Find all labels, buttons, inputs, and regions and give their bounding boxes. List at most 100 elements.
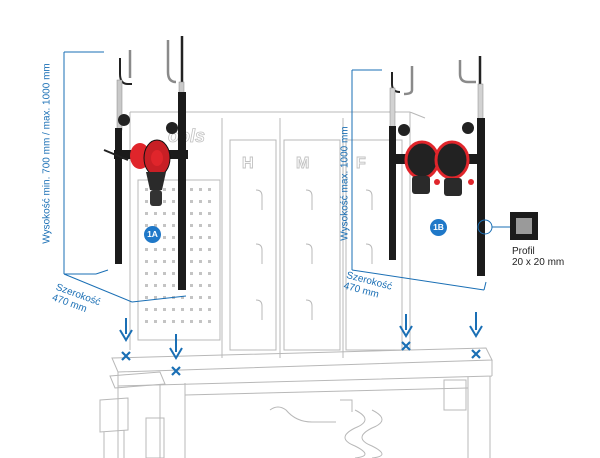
peg-hole [199, 248, 202, 251]
peg-hole [145, 260, 148, 263]
peg-hole [181, 320, 184, 323]
peg-hole [172, 212, 175, 215]
peg-hole [199, 260, 202, 263]
peg-hole [145, 272, 148, 275]
mount-arrow-1 [119, 318, 133, 342]
peg-hole [181, 296, 184, 299]
mount-arrow-3 [399, 314, 413, 338]
peg-hole [163, 260, 166, 263]
version-1a-badge: 1A [144, 226, 161, 243]
height-max-label: Wysokość max. 1000 mm [339, 126, 351, 241]
peg-hole [199, 236, 202, 239]
peg-hole [199, 320, 202, 323]
peg-hole [163, 200, 166, 203]
peg-hole [208, 296, 211, 299]
peg-hole [172, 284, 175, 287]
peg-hole [172, 224, 175, 227]
peg-hole [190, 296, 193, 299]
peg-hole [172, 188, 175, 191]
peg-hole [190, 272, 193, 275]
panel-letter-m: M [296, 155, 309, 172]
peg-hole [208, 320, 211, 323]
peg-hole [190, 308, 193, 311]
peg-hole [154, 308, 157, 311]
workbench-outline [99, 111, 493, 458]
peg-hole [172, 308, 175, 311]
peg-hole [154, 224, 157, 227]
peg-hole [145, 308, 148, 311]
peg-hole [163, 212, 166, 215]
peg-hole [154, 248, 157, 251]
peg-hole [208, 236, 211, 239]
peg-hole [145, 284, 148, 287]
peg-hole [199, 296, 202, 299]
mount-arrow-4 [469, 312, 483, 338]
peg-hole [163, 188, 166, 191]
profile-label: Profil 20 x 20 mm [512, 246, 564, 268]
peg-hole [163, 248, 166, 251]
peg-hole [145, 320, 148, 323]
peg-hole [145, 296, 148, 299]
peg-hole [208, 284, 211, 287]
peg-hole [163, 224, 166, 227]
peg-hole [208, 188, 211, 191]
panel-letter-f: F [356, 155, 366, 172]
version-1b-badge: 1B [430, 219, 447, 236]
holder-1a [103, 36, 188, 290]
peg-hole [154, 296, 157, 299]
peg-hole [199, 284, 202, 287]
peg-hole [145, 248, 148, 251]
peg-hole [190, 236, 193, 239]
peg-hole [199, 224, 202, 227]
height-range-label: Wysokość min. 700 mm / max. 1000 mm [41, 63, 53, 244]
peg-hole [190, 248, 193, 251]
peg-hole [181, 308, 184, 311]
peg-hole [154, 272, 157, 275]
peg-hole [163, 284, 166, 287]
peg-hole [208, 248, 211, 251]
peg-hole [145, 200, 148, 203]
peg-hole [199, 200, 202, 203]
peg-hole [163, 236, 166, 239]
peg-hole [163, 272, 166, 275]
peg-hole [154, 320, 157, 323]
profile-cross-section-icon [510, 212, 538, 240]
peg-hole [172, 248, 175, 251]
peg-hole [154, 212, 157, 215]
peg-hole [208, 260, 211, 263]
peg-hole [208, 200, 211, 203]
mount-arrow-2 [169, 334, 183, 360]
peg-hole [190, 212, 193, 215]
peg-hole [163, 308, 166, 311]
holder-1b [389, 56, 485, 276]
peg-hole [145, 224, 148, 227]
peg-hole [199, 308, 202, 311]
peg-hole [163, 320, 166, 323]
peg-hole [199, 272, 202, 275]
peg-hole [154, 284, 157, 287]
peg-hole [208, 212, 211, 215]
peg-hole [190, 320, 193, 323]
peg-hole [145, 188, 148, 191]
peg-hole [190, 260, 193, 263]
peg-hole [172, 260, 175, 263]
peg-hole [199, 212, 202, 215]
peg-hole [172, 200, 175, 203]
profile-label-line2: 20 x 20 mm [512, 257, 565, 268]
peg-hole [208, 272, 211, 275]
peg-hole [190, 188, 193, 191]
peg-hole [208, 224, 211, 227]
peg-hole [208, 308, 211, 311]
peg-hole [145, 212, 148, 215]
peg-hole [172, 320, 175, 323]
panel-letter-h: H [242, 155, 254, 172]
peg-hole [172, 236, 175, 239]
peg-hole [190, 224, 193, 227]
mount-point-markers [121, 341, 481, 376]
peg-hole [199, 188, 202, 191]
profile-label-line1: Profil [512, 246, 535, 257]
dimension-lines [63, 51, 510, 303]
peg-hole [154, 260, 157, 263]
peg-hole [172, 272, 175, 275]
